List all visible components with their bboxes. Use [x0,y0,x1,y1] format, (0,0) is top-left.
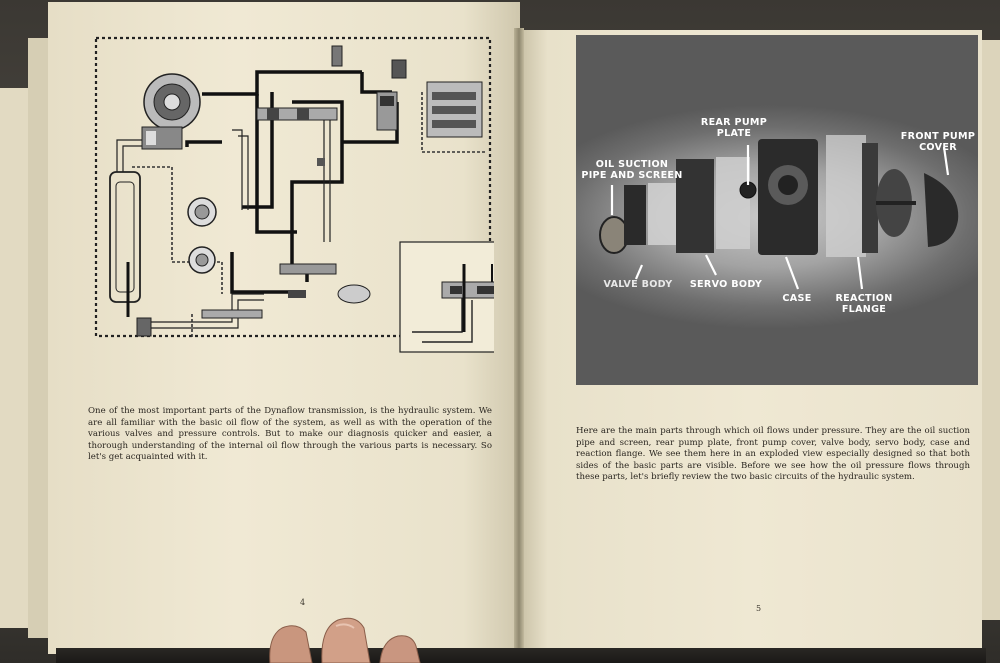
front-pump-cover-shape [924,173,959,247]
callout-front-pump-cover: FRONT PUMP COVER [900,131,976,153]
right-page-body-text: Here are the main parts through which oi… [576,426,970,483]
callout-rear-pump-plate: REAR PUMP PLATE [700,117,768,139]
left-page-body-text: One of the most important parts of the D… [88,406,492,463]
servo-body-light-shape [716,157,750,249]
holding-fingers [269,617,421,663]
right-page: OIL SUCTION PIPE AND SCREEN REAR PUMP PL… [520,30,982,650]
exploded-view-photo: OIL SUCTION PIPE AND SCREEN REAR PUMP PL… [576,35,978,385]
book-gutter [514,28,524,652]
servo-body-dark-shape [676,159,714,253]
reaction-flange-shape [826,135,866,257]
valve-body-dark-shape [624,185,646,245]
callout-oil-suction-pipe: OIL SUCTION PIPE AND SCREEN [581,159,683,181]
front-pump-drawing [141,73,201,150]
callout-valve-body: VALVE BODY [603,279,673,290]
callout-reaction-flange: REACTION FLANGE [835,293,893,315]
suction-screen-shape [599,216,629,254]
callout-case: CASE [782,293,812,304]
valve-body-light-shape [648,183,676,245]
callout-servo-body: SERVO BODY [689,279,763,290]
left-page-number: 4 [300,598,306,607]
book-bottom-edge [56,648,986,663]
left-page: One of the most important parts of the D… [48,2,520,654]
hydraulic-circuit-diagram [94,36,494,353]
right-page-number: 5 [756,604,762,613]
